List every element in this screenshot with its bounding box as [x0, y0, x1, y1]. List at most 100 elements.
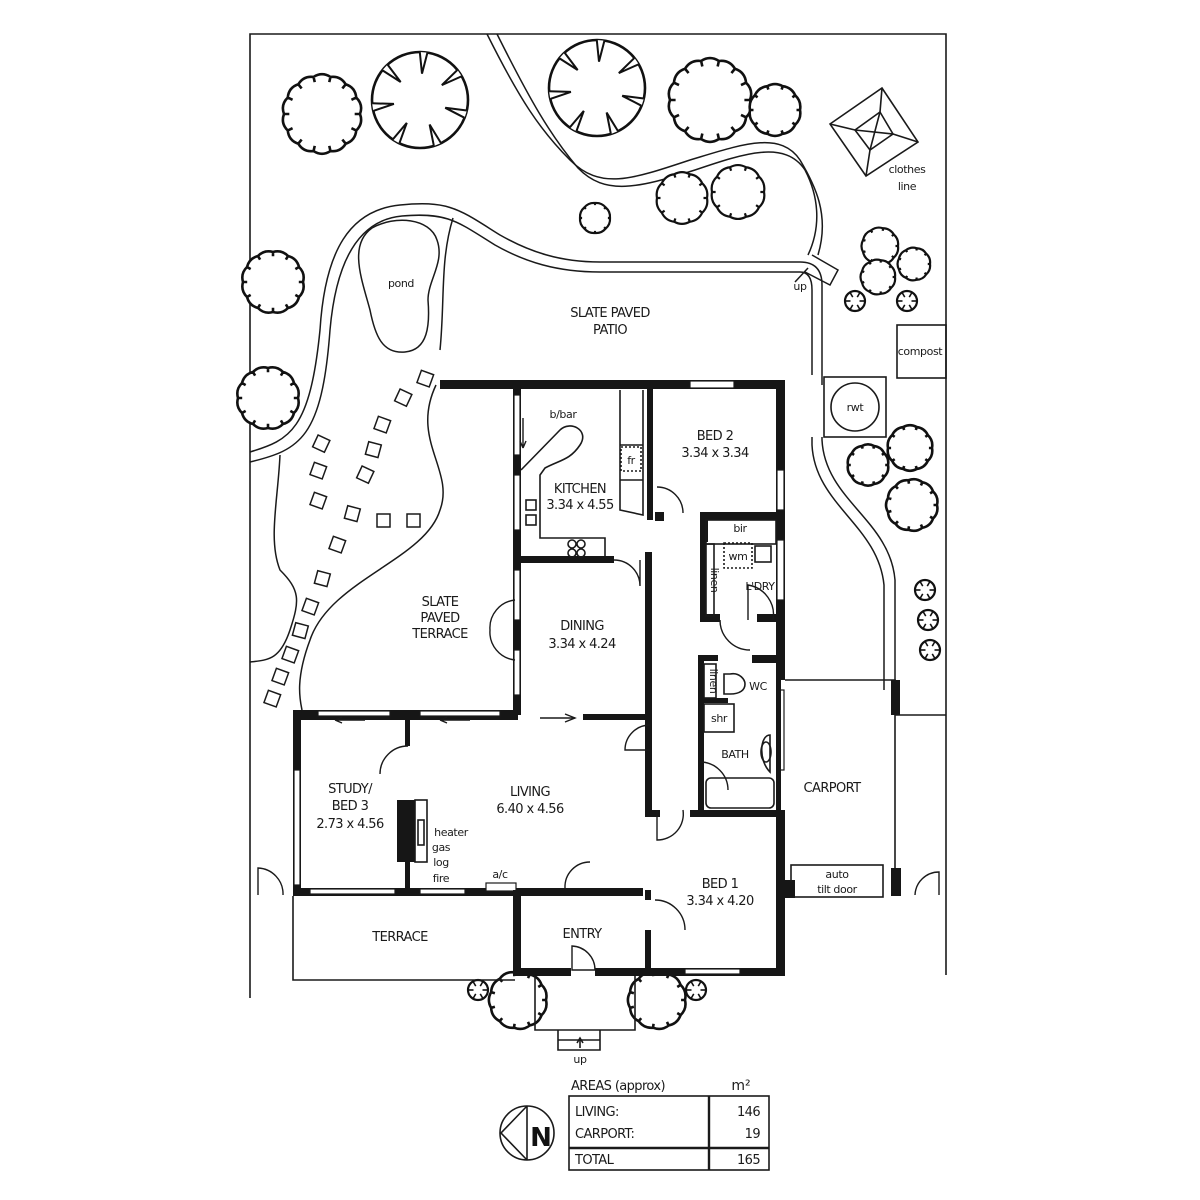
- tree-icon: [748, 82, 802, 138]
- garden-paths: [249, 33, 896, 690]
- stepping-stone: [364, 440, 383, 459]
- living-fixtures: heater gas log fire a/c: [414, 799, 508, 885]
- heater-label-4: fire: [433, 872, 450, 885]
- washing-machine-label: wm: [729, 550, 748, 563]
- heater-label-1: heater: [434, 826, 469, 839]
- shrub-icon: [913, 578, 937, 602]
- rwt-label: rwt: [847, 401, 865, 414]
- tree-icon: [626, 969, 687, 1031]
- areas-unit: m²: [731, 1078, 750, 1094]
- tree-icon: [710, 163, 766, 221]
- bed2-name: BED 2: [697, 429, 734, 444]
- shrub-icon: [466, 978, 490, 1002]
- bed1-dims: 3.34 x 4.20: [686, 894, 754, 909]
- areas-total-label: TOTAL: [574, 1153, 615, 1168]
- bed1-name: BED 1: [702, 877, 739, 892]
- slate-terrace-label-1: SLATE: [422, 595, 459, 610]
- house-walls: [293, 380, 795, 976]
- stepping-stone: [281, 645, 300, 664]
- areas-table: AREAS (approx) m² LIVING: 146 CARPORT: 1…: [568, 1078, 770, 1171]
- terrace-label: TERRACE: [371, 930, 428, 945]
- slate-terrace-label-3: TERRACE: [411, 627, 468, 642]
- garden-bed-outline: [249, 384, 444, 711]
- living-dims: 6.40 x 4.56: [496, 802, 564, 817]
- tilt-door-label-1: auto: [825, 868, 849, 881]
- doors: [257, 486, 940, 971]
- stepping-stones: [263, 369, 435, 708]
- living-name: LIVING: [510, 785, 550, 800]
- bath-label: BATH: [721, 748, 749, 761]
- shower-label: shr: [711, 712, 728, 725]
- stepping-stone: [416, 369, 435, 388]
- areas-row-value: 19: [745, 1127, 761, 1142]
- tilt-door-label-2: tilt door: [817, 883, 857, 896]
- shrub-icon: [684, 978, 708, 1002]
- areas-total-value: 165: [737, 1153, 760, 1168]
- compost-bin: compost: [896, 324, 947, 379]
- stepping-stone: [355, 465, 375, 485]
- ac-label: a/c: [492, 868, 508, 881]
- study-name-1: STUDY/: [328, 782, 373, 797]
- tree-icon: [281, 72, 363, 156]
- heater-label-2: gas: [432, 841, 451, 854]
- kitchen-dims: 3.34 x 4.55: [546, 498, 614, 513]
- tree-icon: [884, 477, 939, 533]
- stepping-stone: [406, 513, 421, 528]
- tree-icon: [667, 56, 753, 144]
- shrub-icon: [918, 638, 942, 662]
- tree-icon: [370, 50, 470, 150]
- linen-label-1: linen: [708, 568, 721, 593]
- linen-label-2: linen: [707, 669, 720, 694]
- kitchen-name: KITCHEN: [554, 482, 606, 497]
- laundry-label: L'DRY: [745, 580, 775, 593]
- up-label-entry: up: [573, 1053, 587, 1066]
- stepping-stone: [271, 667, 290, 686]
- stepping-stone: [301, 597, 320, 616]
- entry-name: ENTRY: [562, 927, 602, 942]
- kitchen-fixtures: fr b/bar: [520, 390, 644, 558]
- tree-icon: [859, 258, 897, 296]
- stepping-stone: [309, 461, 328, 480]
- patio-label-2: PATIO: [593, 323, 627, 338]
- stepping-stone: [311, 434, 331, 454]
- pond-label: pond: [388, 277, 414, 290]
- bed2-dims: 3.34 x 3.34: [681, 446, 749, 461]
- slate-terrace-label-2: PAVED: [420, 611, 460, 626]
- north-letter: N: [530, 1123, 552, 1153]
- stepping-stone: [263, 689, 282, 708]
- stepping-stone: [309, 491, 328, 510]
- stepping-stone: [376, 513, 391, 528]
- fridge-label: fr: [627, 454, 635, 467]
- clothes-line-label-1: clothes: [889, 163, 926, 176]
- stepping-stone: [343, 504, 362, 523]
- stepping-stone: [328, 535, 347, 554]
- rainwater-tank: rwt: [823, 376, 887, 438]
- tree-icon: [655, 171, 709, 225]
- areas-row-label: LIVING:: [575, 1105, 619, 1120]
- shrub-icon: [895, 289, 919, 313]
- patio-label-1: SLATE PAVED: [570, 306, 650, 321]
- shrub-icon: [843, 289, 867, 313]
- tree-icon: [547, 38, 647, 138]
- trees: [236, 38, 942, 1031]
- tree-icon: [578, 201, 612, 235]
- wet-area-fixtures: bir linen wm linen shr L'DRY WC BATH: [703, 519, 777, 809]
- room-labels: KITCHEN 3.34 x 4.55 BED 2 3.34 x 3.34 DI…: [316, 429, 754, 942]
- tree-icon: [846, 442, 890, 488]
- stepping-stone: [291, 621, 310, 640]
- stepping-stone: [373, 415, 392, 434]
- north-arrow: N: [499, 1105, 555, 1161]
- stepping-stone: [313, 569, 332, 588]
- areas-title: AREAS (approx): [571, 1079, 665, 1094]
- tree-icon: [236, 366, 300, 430]
- carport-label: CARPORT: [804, 781, 862, 796]
- clothes-line: clothes line: [828, 86, 926, 193]
- shrub-icon: [916, 608, 940, 632]
- bir-label: bir: [733, 522, 747, 535]
- wc-label: WC: [749, 680, 767, 693]
- outdoor-structures: TERRACE CARPORT auto tilt door up SLATE …: [292, 595, 901, 1066]
- study-dims: 2.73 x 4.56: [316, 817, 384, 832]
- clothes-line-label-2: line: [898, 180, 917, 193]
- areas-row-value: 146: [737, 1105, 760, 1120]
